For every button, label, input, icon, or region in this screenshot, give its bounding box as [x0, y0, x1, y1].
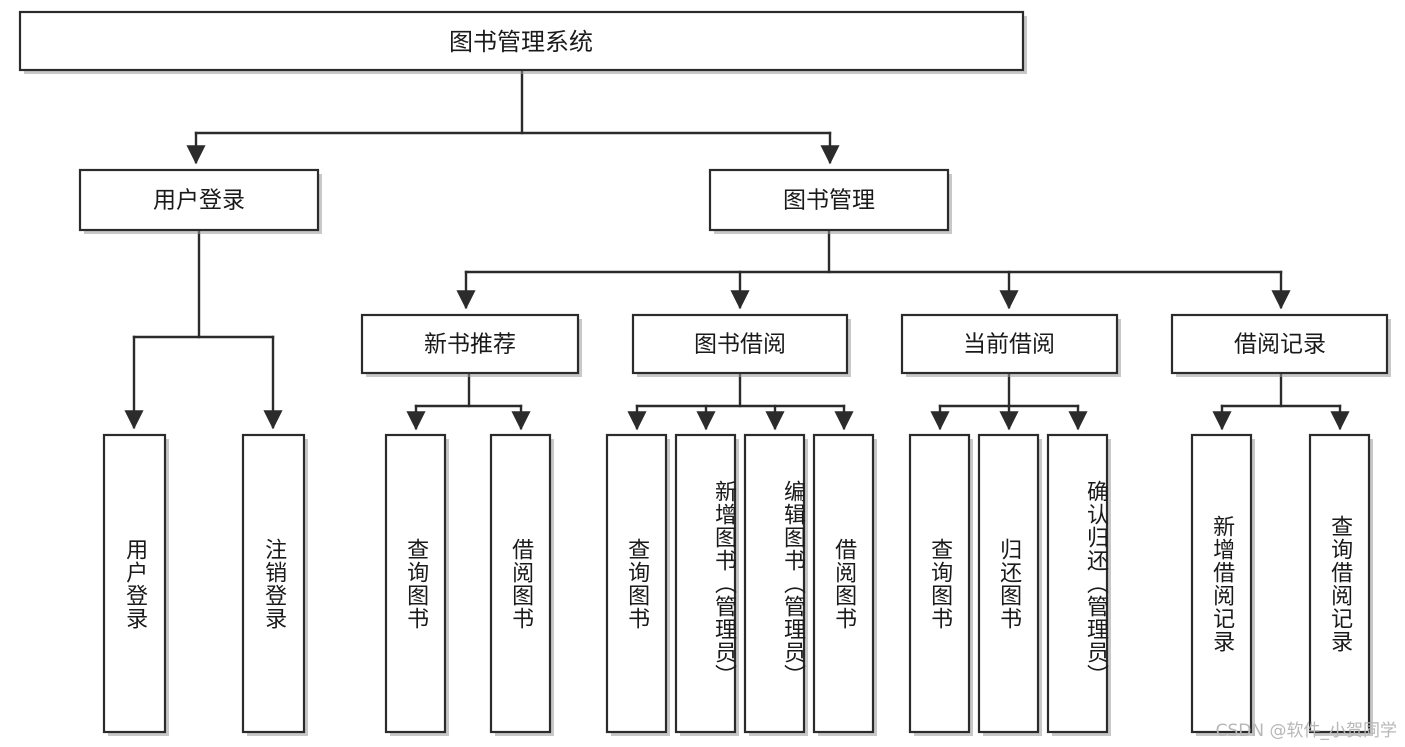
leaf-boxes	[102, 433, 1373, 736]
leaf-box-add-book[interactable]	[674, 433, 737, 734]
user-login-label: 用户登录	[153, 188, 245, 214]
leaf-box-return-book[interactable]	[977, 433, 1040, 734]
leaf-box-add-record[interactable]	[1190, 433, 1253, 734]
root-box[interactable]	[18, 10, 1025, 72]
leaf-box-query-book-3[interactable]	[908, 433, 971, 734]
node-book-manage[interactable]: 图书管理	[708, 168, 952, 234]
root-label: 图书管理系统	[449, 28, 593, 56]
book-manage-label: 图书管理	[783, 188, 875, 214]
new-book-label: 新书推荐	[424, 332, 516, 358]
leaf-box-query-book-2[interactable]	[605, 433, 668, 734]
watermark-text: CSDN @软件_小贺同学	[1215, 721, 1397, 741]
book-borrow-box[interactable]	[631, 313, 849, 375]
borrow-record-label: 借阅记录	[1234, 332, 1326, 358]
current-borrow-box[interactable]	[900, 313, 1119, 375]
node-new-book-recommend[interactable]: 新书推荐	[360, 313, 582, 377]
leaf-box-confirm-return[interactable]	[1046, 433, 1109, 734]
connectors	[124, 68, 1350, 431]
book-manage-box[interactable]	[708, 168, 950, 232]
leaf-box-borrow-book-1[interactable]	[489, 433, 552, 734]
book-borrow-label: 图书借阅	[694, 332, 786, 358]
node-borrow-record[interactable]: 借阅记录	[1170, 313, 1391, 377]
borrow-record-box[interactable]	[1170, 313, 1389, 375]
user-login-box[interactable]	[78, 168, 320, 232]
leaf-box-borrow-book-2[interactable]	[812, 433, 875, 734]
leaf-box-query-record[interactable]	[1308, 433, 1371, 734]
leaf-box-query-book-1[interactable]	[384, 433, 447, 734]
new-book-box[interactable]	[360, 313, 580, 375]
node-user-login[interactable]: 用户登录	[78, 168, 322, 234]
leaf-box-edit-book[interactable]	[743, 433, 806, 734]
node-current-borrow[interactable]: 当前借阅	[900, 313, 1121, 377]
leaf-box-user-login[interactable]	[102, 433, 167, 734]
leaf-box-logout-login[interactable]	[241, 433, 306, 734]
current-borrow-label: 当前借阅	[963, 332, 1055, 358]
node-book-borrow[interactable]: 图书借阅	[631, 313, 851, 377]
node-root[interactable]: 图书管理系统	[18, 10, 1027, 74]
